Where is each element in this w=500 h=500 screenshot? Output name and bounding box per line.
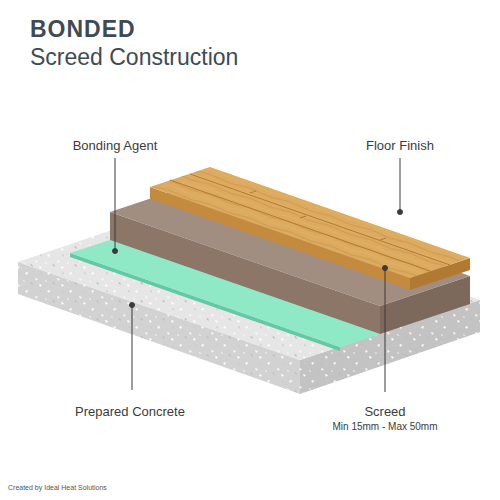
dimension-label: Min 15mm - Max 50mm bbox=[332, 421, 437, 432]
floor-top bbox=[150, 167, 470, 278]
wood-grain bbox=[150, 167, 470, 278]
plank-joints bbox=[170, 174, 450, 271]
part-label: Bonding Agent bbox=[73, 138, 158, 153]
subtitle: Screed Construction bbox=[30, 44, 238, 71]
leader-lines bbox=[113, 158, 403, 392]
part-label: Floor Finish bbox=[366, 138, 434, 153]
part-label: Prepared Concrete bbox=[75, 404, 185, 419]
caption: Created by Ideal Heat Solutions bbox=[8, 484, 107, 491]
part-label: Screed bbox=[364, 404, 405, 419]
title: BONDED bbox=[30, 16, 136, 43]
